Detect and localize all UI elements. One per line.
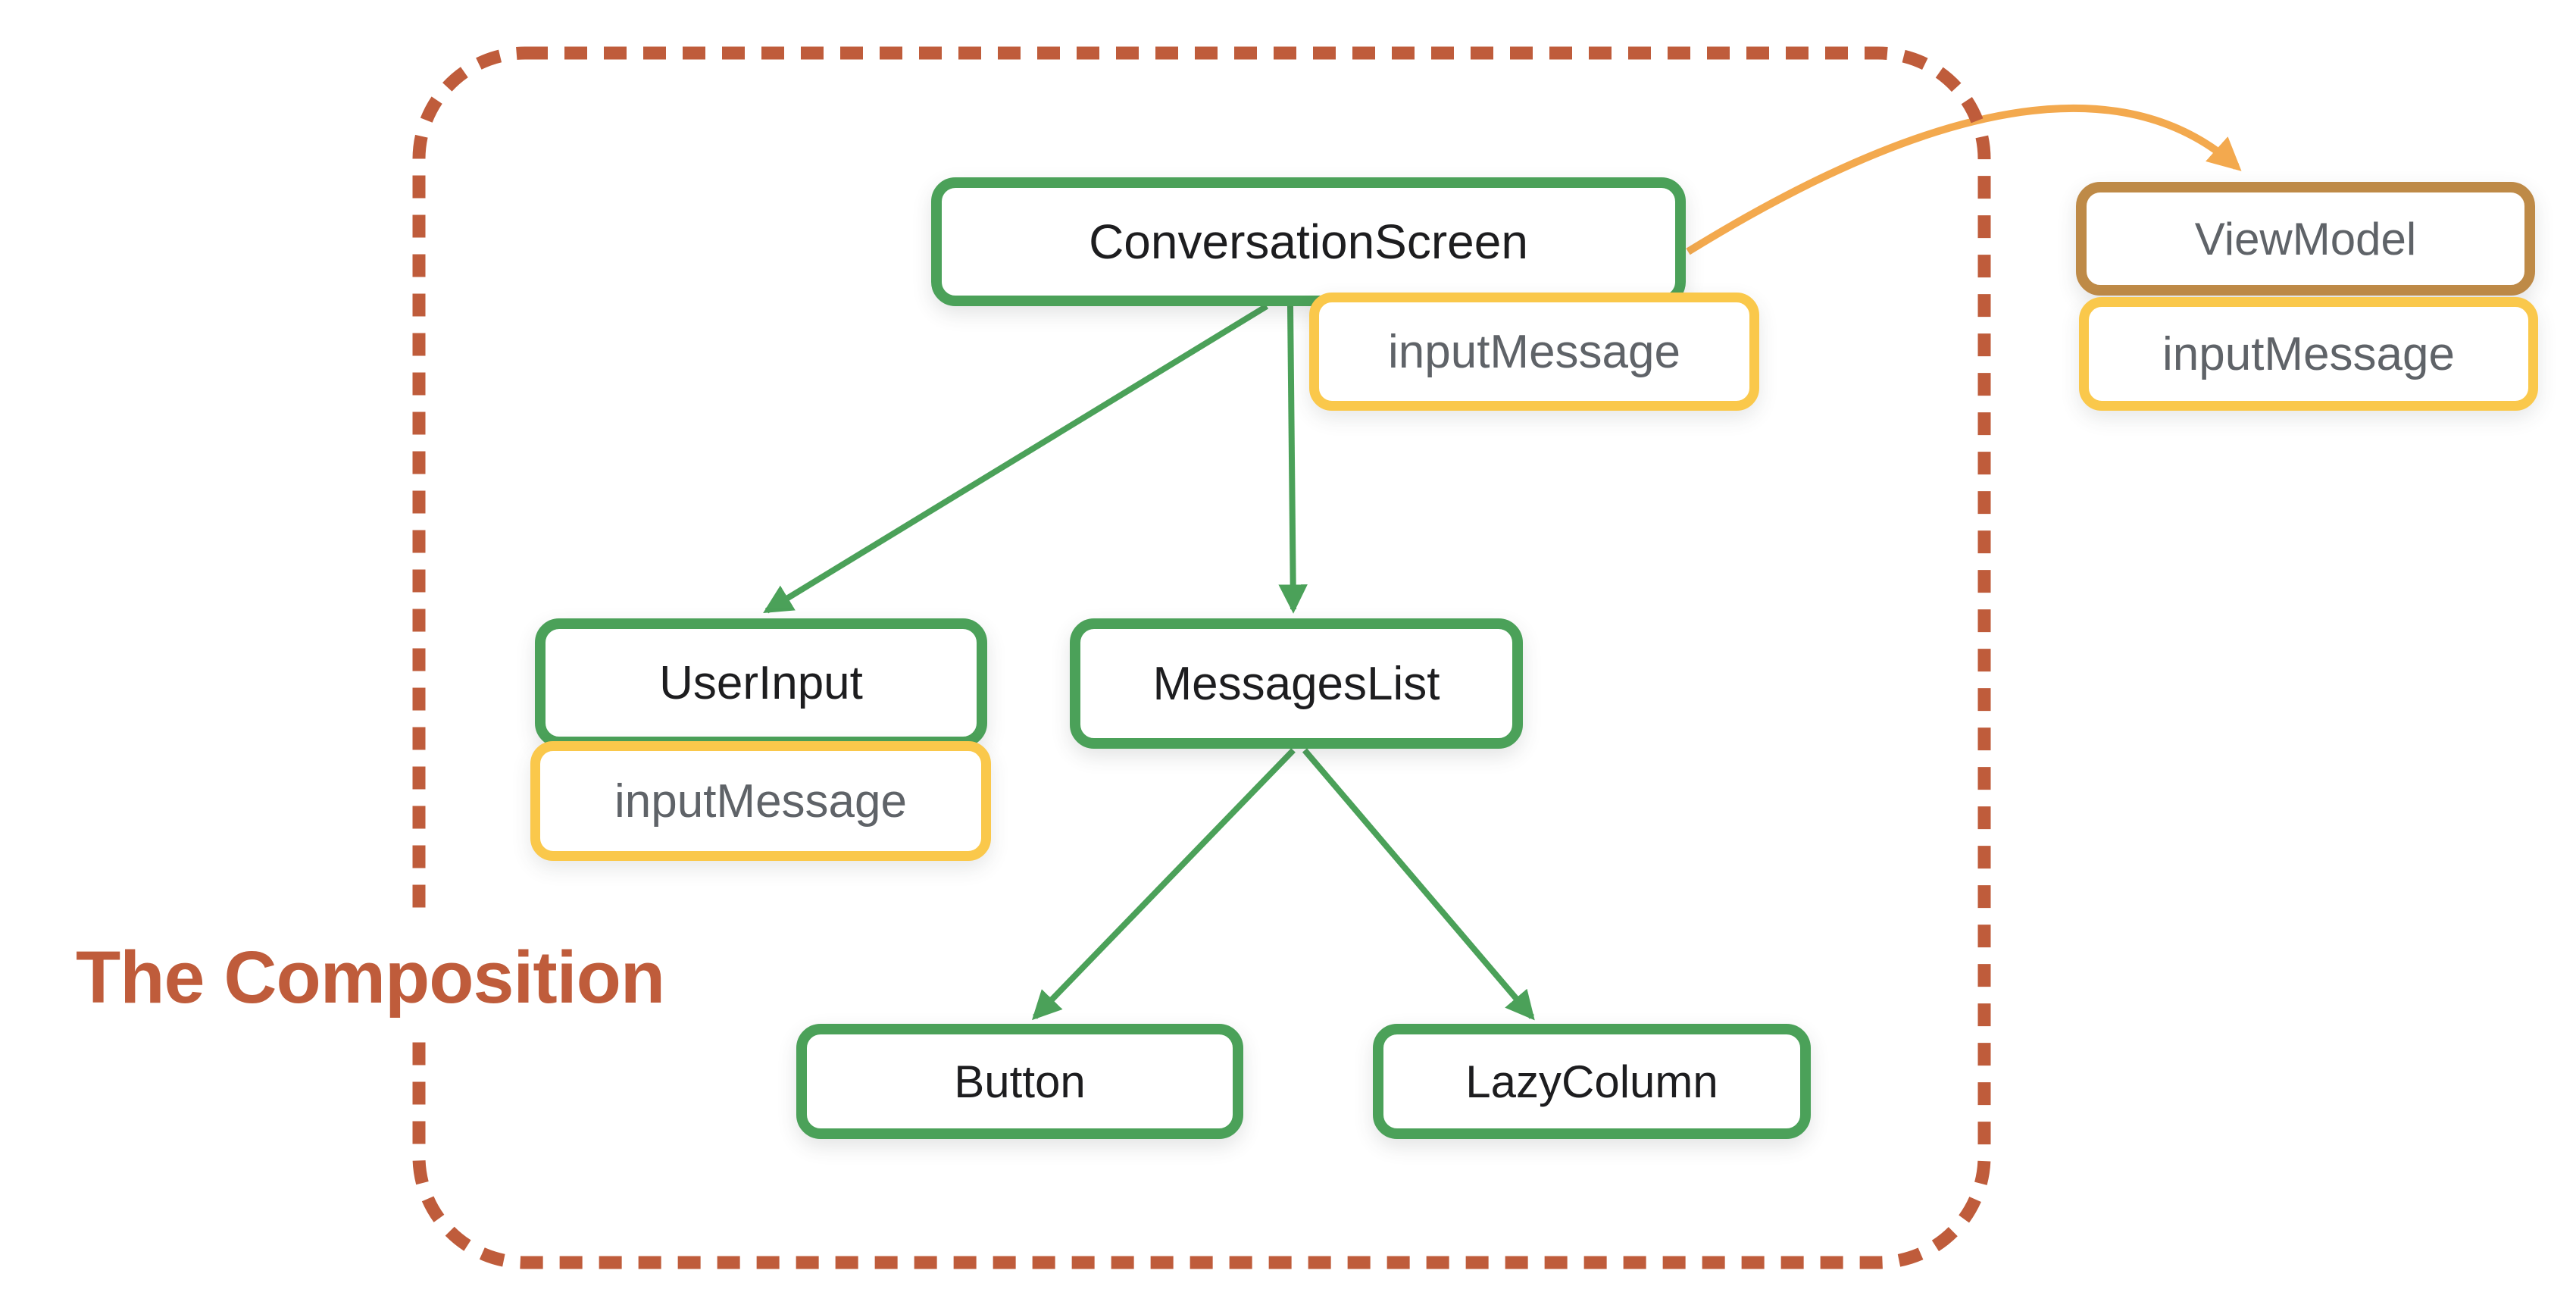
node-user-input: UserInput [535, 618, 987, 747]
node-messages-list: MessagesList [1070, 618, 1523, 749]
edge-conversationscreen-viewmodel [1686, 104, 2242, 255]
composition-boundary-dashed-rect [412, 46, 1991, 1269]
state-badge-user-input: inputMessage [530, 741, 991, 861]
state-badge-conversation-screen-label: inputMessage [1387, 325, 1681, 378]
green-edges-group [763, 303, 1535, 1021]
node-button-label: Button [954, 1056, 1086, 1107]
node-messages-list-label: MessagesList [1152, 657, 1440, 710]
edge-conversationscreen-messageslist [1278, 305, 1308, 614]
edge-conversationscreen-userinput [763, 303, 1269, 614]
state-badge-view-model: inputMessage [2079, 297, 2538, 411]
edge-messageslist-lazycolumn [1302, 748, 1535, 1021]
node-conversation-screen-label: ConversationScreen [1089, 214, 1528, 269]
edge-messageslist-button [1031, 748, 1296, 1021]
node-lazy-column: LazyColumn [1373, 1024, 1811, 1139]
node-conversation-screen: ConversationScreen [931, 177, 1686, 306]
state-badge-conversation-screen: inputMessage [1309, 293, 1759, 411]
node-lazy-column-label: LazyColumn [1465, 1056, 1718, 1107]
node-user-input-label: UserInput [659, 656, 863, 709]
node-button: Button [796, 1024, 1243, 1139]
state-badge-view-model-label: inputMessage [2162, 327, 2456, 380]
region-title: The Composition [47, 915, 694, 1040]
state-badge-user-input-label: inputMessage [614, 774, 908, 828]
node-view-model-label: ViewModel [2194, 213, 2417, 264]
node-view-model: ViewModel [2076, 182, 2535, 296]
